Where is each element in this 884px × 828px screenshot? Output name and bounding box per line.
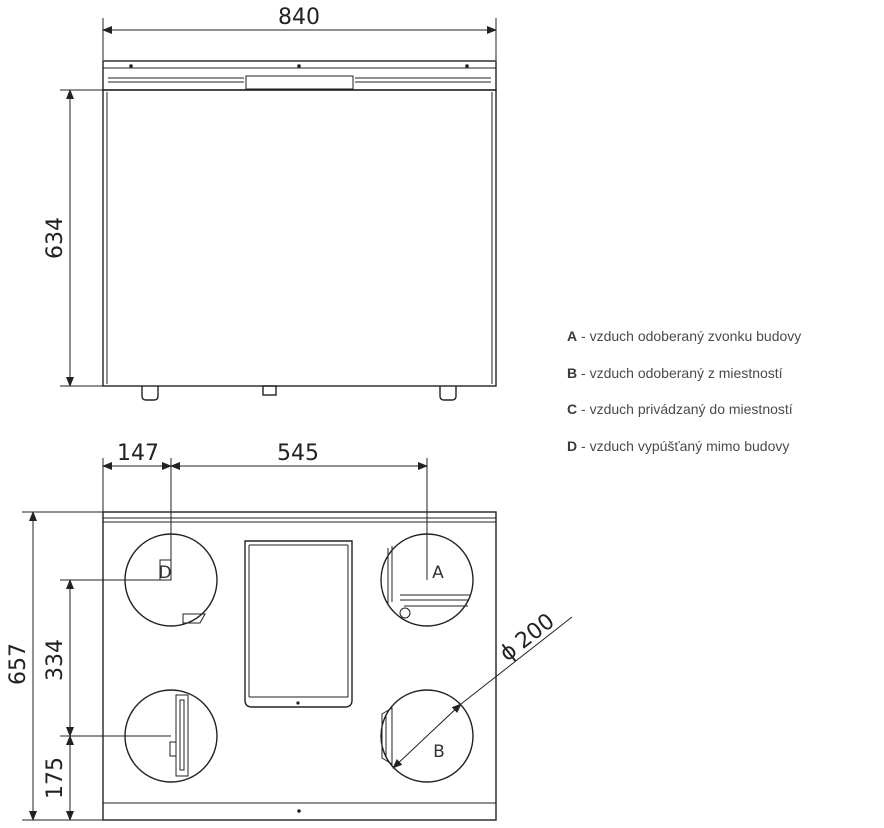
unit-body-front: [102, 89, 497, 387]
legend-key: B: [567, 364, 578, 381]
legend-item-b: B - vzduch odoberaný z miestností: [567, 365, 801, 402]
port-c-damper: [169, 694, 189, 777]
bottom-view: 147 545 D A B ϕ: [6, 441, 573, 821]
foot-middle: [262, 385, 277, 396]
legend-item-a: A - vzduch odoberaný zvonku budovy: [567, 328, 801, 365]
legend-key: C: [567, 401, 578, 417]
legend-text: - vzduch vypúšťaný mimo budovy: [577, 437, 790, 454]
unit-body-bottom: [102, 511, 497, 821]
diameter-label: 200: [511, 609, 559, 655]
port-d-label: D: [158, 563, 171, 583]
port-a-circle: [380, 533, 474, 627]
top-view: 840 634: [43, 5, 497, 401]
port-d-damper: [182, 613, 206, 624]
foot-left: [141, 386, 159, 401]
legend-item-c: C - vzduch privádzaný do miestností: [567, 401, 801, 438]
legend-key: A: [567, 328, 578, 344]
diameter-dimension-line: [392, 703, 462, 769]
foot-right: [439, 386, 457, 401]
legend: A - vzduch odoberaný zvonku budovy B - v…: [567, 328, 801, 474]
port-a-internals: [387, 546, 470, 607]
legend-text: - vzduch odoberaný zvonku budovy: [577, 328, 802, 344]
offset-mid-label: 334: [43, 639, 68, 681]
offset-left-label: 147: [117, 441, 159, 466]
width-top-label: 840: [278, 5, 320, 30]
access-panel: [244, 540, 353, 708]
legend-text: - vzduch odoberaný z miestností: [577, 364, 783, 381]
legend-key: D: [567, 437, 578, 454]
port-b-label: B: [433, 742, 445, 762]
height-bottom-label: 657: [6, 643, 31, 685]
legend-text: - vzduch privádzaný do miestností: [577, 401, 793, 417]
offset-low-label: 175: [43, 757, 68, 799]
spacing-label: 545: [277, 441, 319, 466]
legend-item-d: D - vzduch vypúšťaný mimo budovy: [567, 438, 801, 475]
port-b-damper: [381, 707, 393, 765]
port-b-circle: [380, 689, 474, 783]
height-top-label: 634: [43, 217, 68, 259]
port-a-label: A: [432, 563, 444, 583]
